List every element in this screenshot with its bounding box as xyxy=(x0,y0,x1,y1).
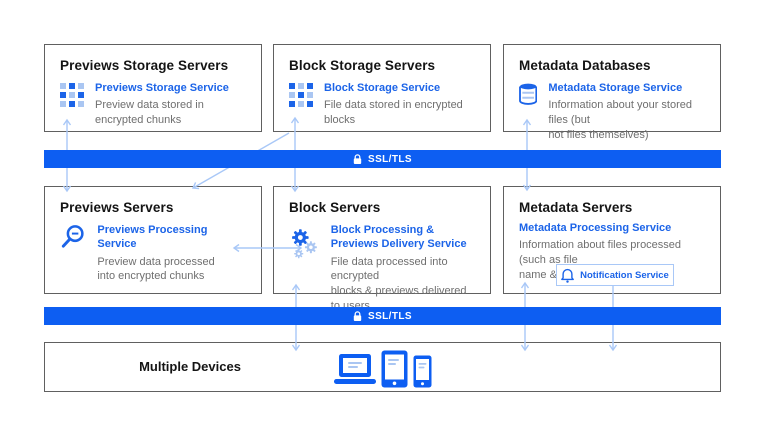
box-title: Block Storage Servers xyxy=(289,58,436,73)
service-name: Metadata Processing Service xyxy=(519,222,672,234)
box-title: Metadata Servers xyxy=(519,200,633,215)
grid-dots-icon xyxy=(60,83,84,107)
lock-icon xyxy=(353,310,362,321)
gears-icon xyxy=(292,229,317,259)
service-name: Metadata Storage Service xyxy=(548,82,683,94)
metadata-servers-box: Metadata Servers Metadata Processing Ser… xyxy=(503,186,721,294)
box-title: Metadata Databases xyxy=(519,58,651,73)
previews-servers-box: Previews Servers Previews Processing Ser… xyxy=(44,186,262,294)
bell-icon xyxy=(561,268,575,283)
ssl-tls-bar-upper: SSL/TLS xyxy=(44,150,721,168)
box-title: Previews Storage Servers xyxy=(60,58,229,73)
ssl-label: SSL/TLS xyxy=(368,153,412,165)
service-name: Previews Storage Service xyxy=(95,82,229,94)
service-description: File data processed into encrypted block… xyxy=(330,255,467,313)
laptop-icon xyxy=(334,354,376,384)
service-name: Block Storage Service xyxy=(324,82,441,94)
block-storage-servers-box: Block Storage Servers Block Storage Serv… xyxy=(273,44,491,132)
box-title: Previews Servers xyxy=(60,200,174,215)
notification-service-box: Notification Service xyxy=(556,264,674,286)
lock-icon xyxy=(353,153,362,164)
phone-icon xyxy=(413,355,432,388)
database-icon xyxy=(519,83,538,105)
notification-service-label: Notification Service xyxy=(580,269,669,281)
magnifier-icon xyxy=(61,225,84,248)
service-description: Information about your stored files (but… xyxy=(548,99,693,141)
multiple-devices-label: Multiple Devices xyxy=(139,359,241,374)
ssl-tls-bar-lower: SSL/TLS xyxy=(44,307,721,325)
service-description: File data stored in encrypted blocks xyxy=(324,99,463,127)
metadata-databases-box: Metadata Databases Metadata Storage Serv… xyxy=(503,44,721,141)
grid-dots-icon xyxy=(289,83,313,107)
service-description: Preview data stored in encrypted chunks xyxy=(95,99,204,127)
service-name: Previews Processing Service xyxy=(97,224,208,251)
previews-storage-servers-box: Previews Storage Servers Previews Storag… xyxy=(44,44,262,132)
service-name: Block Processing & Previews Delivery Ser… xyxy=(330,224,467,251)
service-description: Preview data processed into encrypted ch… xyxy=(97,255,215,283)
ssl-label: SSL/TLS xyxy=(368,310,412,322)
box-title: Block Servers xyxy=(289,200,381,215)
tablet-icon xyxy=(381,350,408,388)
block-servers-box: Block Servers xyxy=(273,186,491,312)
